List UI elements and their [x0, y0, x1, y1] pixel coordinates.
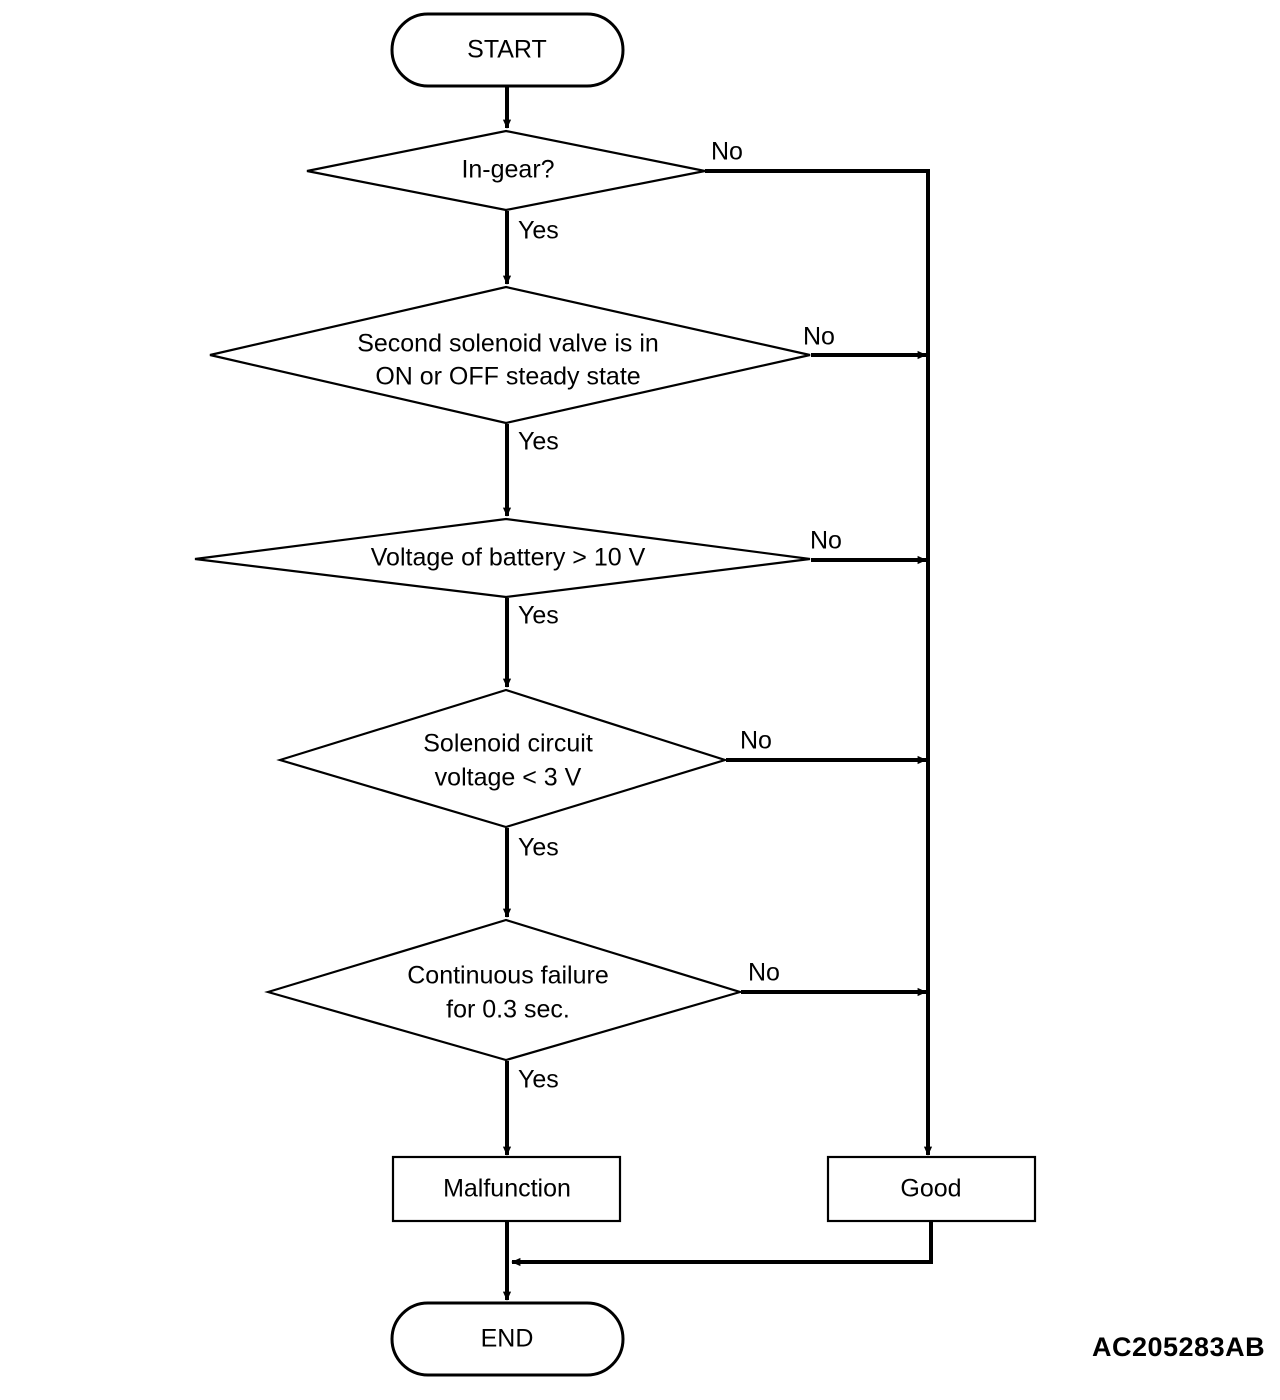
node-decision-battery-voltage: Voltage of battery > 10 V	[194, 517, 811, 599]
node-start: START	[390, 12, 625, 88]
node-end: END	[390, 1301, 625, 1377]
malfunction-shape	[391, 1155, 622, 1223]
decision-continuous-failure-line1: Continuous failure	[407, 962, 609, 990]
decision-second-solenoid-line2: ON or OFF steady state	[375, 363, 640, 391]
edge-label-d1-no: No	[711, 138, 743, 166]
node-decision-in-gear: In-gear?	[306, 129, 706, 212]
node-decision-second-solenoid: Second solenoid valve is in ON or OFF st…	[209, 285, 811, 425]
end-shape	[390, 1301, 625, 1377]
edge-label-d2-yes: Yes	[518, 428, 559, 456]
decision-in-gear-shape	[306, 129, 706, 212]
start-label: START	[467, 36, 547, 64]
decision-battery-voltage-shape	[194, 517, 811, 599]
edge-label-d4-yes: Yes	[518, 834, 559, 862]
edge-label-d5-no: No	[748, 959, 780, 987]
edge-label-d3-yes: Yes	[518, 602, 559, 630]
start-shape	[390, 12, 625, 88]
end-label: END	[481, 1325, 534, 1353]
decision-solenoid-circuit-voltage-shape	[276, 688, 729, 829]
decision-continuous-failure-shape	[264, 918, 744, 1062]
decision-second-solenoid-shape	[209, 285, 811, 425]
node-malfunction: Malfunction	[391, 1155, 622, 1223]
decision-battery-voltage-label: Voltage of battery > 10 V	[371, 544, 646, 572]
node-decision-continuous-failure: Continuous failure for 0.3 sec.	[264, 918, 744, 1062]
good-shape	[826, 1155, 1037, 1223]
decision-solenoid-circuit-voltage-line2: voltage < 3 V	[435, 764, 582, 792]
good-label: Good	[900, 1175, 961, 1203]
malfunction-label: Malfunction	[443, 1175, 571, 1203]
node-good: Good	[826, 1155, 1037, 1223]
decision-in-gear-label: In-gear?	[461, 156, 554, 184]
edge-good-to-end	[511, 1221, 933, 1267]
edge-label-d3-no: No	[810, 527, 842, 555]
edge-label-d1-yes: Yes	[518, 217, 559, 245]
node-decision-solenoid-circuit-voltage: Solenoid circuit voltage < 3 V	[276, 688, 729, 829]
part-code-label: AC205283AB	[1092, 1332, 1265, 1362]
decision-continuous-failure-line2: for 0.3 sec.	[446, 996, 570, 1024]
edge-label-d5-yes: Yes	[518, 1066, 559, 1094]
edge-label-d4-no: No	[740, 727, 772, 755]
decision-second-solenoid-line1: Second solenoid valve is in	[357, 330, 659, 358]
decision-solenoid-circuit-voltage-line1: Solenoid circuit	[423, 730, 593, 758]
edge-label-d2-no: No	[803, 323, 835, 351]
edge-d1-no-trunk	[705, 169, 933, 1156]
